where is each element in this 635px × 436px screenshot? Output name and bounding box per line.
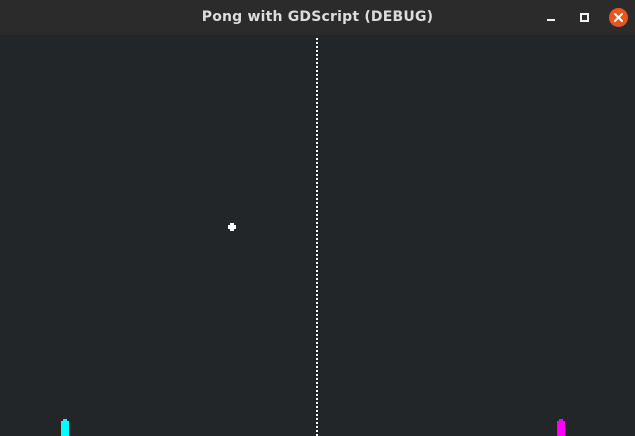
right-paddle-body <box>557 421 565 436</box>
right-paddle-cap <box>559 419 563 421</box>
left-paddle-cap <box>63 419 67 421</box>
left-paddle <box>61 419 69 436</box>
right-paddle <box>557 419 565 436</box>
maximize-icon <box>580 13 589 22</box>
minimize-icon <box>547 19 555 21</box>
left-paddle-body <box>61 421 69 436</box>
window-title: Pong with GDScript (DEBUG) <box>201 9 434 25</box>
ball <box>228 223 236 231</box>
title-bar[interactable]: Pong with GDScript (DEBUG) <box>0 0 635 35</box>
close-icon <box>614 13 623 22</box>
game-court <box>0 35 635 436</box>
center-net <box>316 38 318 436</box>
maximize-button[interactable] <box>575 8 594 27</box>
close-button[interactable] <box>609 8 628 27</box>
minimize-button[interactable] <box>541 8 560 27</box>
